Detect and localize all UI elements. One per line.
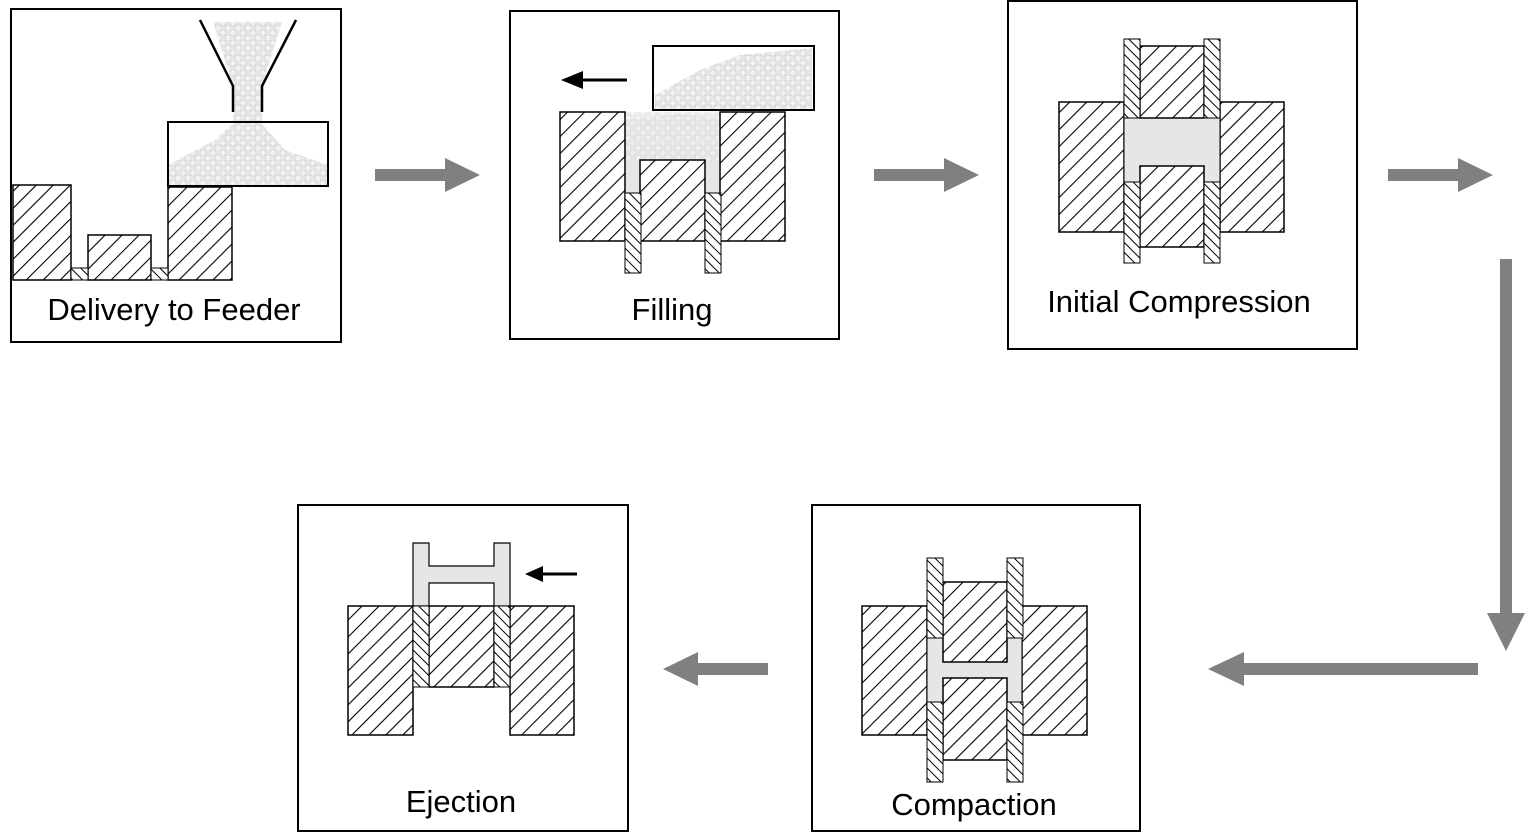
step-label-compaction: Compaction — [891, 787, 1056, 822]
arrow-left-icon — [561, 71, 627, 89]
panel-filling: Filling — [509, 10, 840, 340]
die-icon — [861, 557, 1088, 783]
panel-initial-compression: Initial Compression — [1007, 0, 1358, 350]
die-icon — [559, 111, 786, 274]
flow-arrow-left-icon — [663, 652, 768, 686]
feeder-shoe-icon — [652, 45, 815, 111]
step-label-delivery: Delivery to Feeder — [47, 292, 300, 327]
flow-arrow-down-icon — [1487, 259, 1525, 651]
arrow-left-icon — [525, 566, 577, 582]
step-label-filling: Filling — [632, 292, 713, 327]
panel-compaction: Compaction — [811, 504, 1141, 832]
feeder-shoe-icon — [167, 121, 329, 187]
flow-arrow-left-icon — [1208, 652, 1478, 686]
flow-arrow-right-icon — [375, 158, 480, 192]
flow-arrow-right-icon — [1388, 158, 1493, 192]
step-label-ejection: Ejection — [406, 784, 516, 819]
step-label-initial-compression: Initial Compression — [1047, 284, 1311, 319]
die-icon — [347, 605, 575, 736]
die-icon — [12, 184, 233, 281]
flow-arrow-right-icon — [874, 158, 979, 192]
panel-ejection: Ejection — [297, 504, 629, 832]
panel-delivery: Delivery to Feeder — [10, 8, 342, 343]
die-icon — [1058, 38, 1285, 264]
